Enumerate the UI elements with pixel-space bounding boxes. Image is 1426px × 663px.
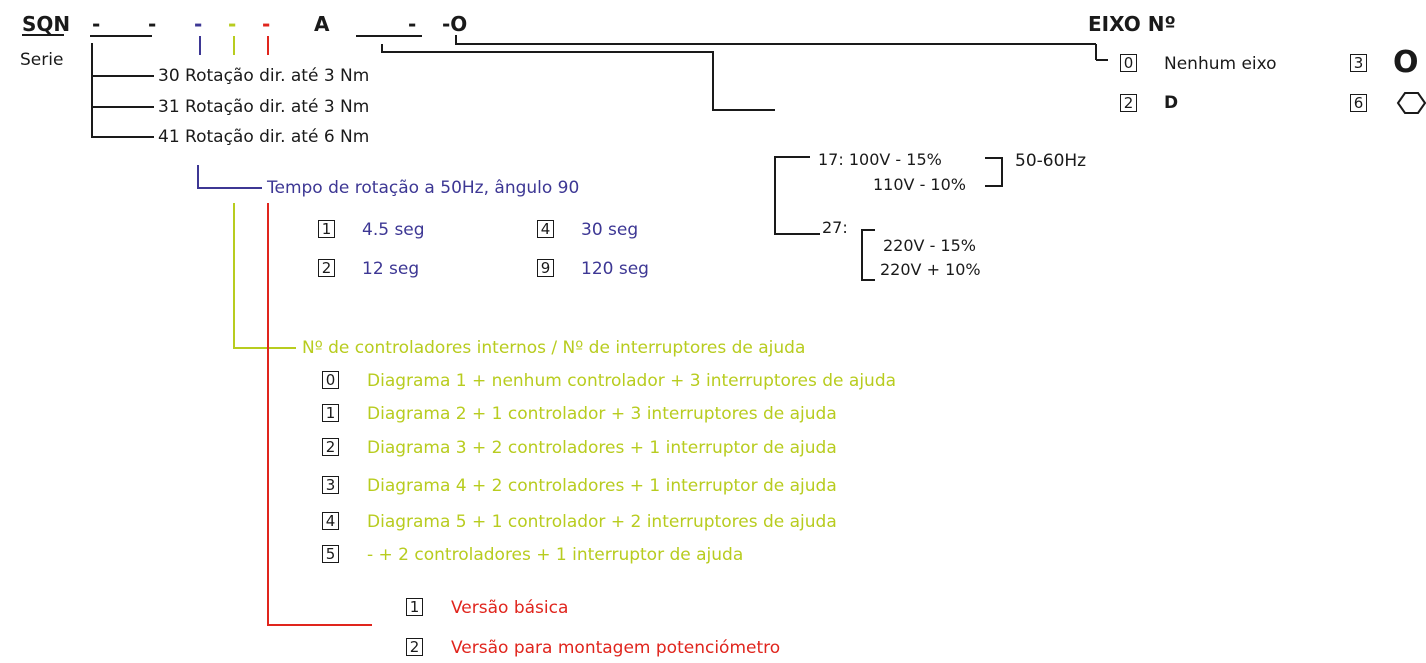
controller-option: Diagrama 1 + nenhum controlador + 3 inte…	[367, 371, 897, 391]
voltage-27: 27:	[822, 218, 848, 237]
series-option: 31 Rotação dir. até 3 Nm	[158, 97, 370, 117]
a-code: A	[314, 12, 330, 36]
code-box: 1	[318, 220, 335, 238]
code-box: 4	[537, 220, 554, 238]
axis-title: EIXO Nº	[1088, 12, 1176, 36]
circle-o-icon: O	[1393, 45, 1419, 80]
code-box: 3	[322, 476, 339, 494]
version-option: Versão para montagem potenciómetro	[451, 638, 781, 658]
dash-3: -	[408, 12, 417, 36]
controller-option: Diagrama 4 + 2 controladores + 1 interru…	[367, 476, 837, 496]
hexagon-icon	[1396, 92, 1426, 114]
frequency-label: 50-60Hz	[1015, 151, 1087, 171]
code-box: 0	[1120, 54, 1137, 72]
voltage-27-line1: 220V - 15%	[883, 236, 976, 255]
dash-2: -	[148, 12, 157, 36]
serie-label: Serie	[20, 50, 64, 70]
controller-option: - + 2 controladores + 1 interruptor de a…	[367, 545, 744, 565]
dash-blue: -	[194, 12, 203, 36]
code-box: 3	[1350, 54, 1367, 72]
rotation-option: 30 seg	[581, 220, 639, 240]
code-box: 2	[318, 259, 335, 277]
code-box: 1	[322, 404, 339, 422]
rotation-option: 12 seg	[362, 259, 420, 279]
o-code: -O	[442, 12, 468, 36]
code-box: 4	[322, 512, 339, 530]
rotation-option: 4.5 seg	[362, 220, 425, 240]
code-box: 5	[322, 545, 339, 563]
voltage-27-line2: 220V + 10%	[880, 260, 981, 279]
series-option: 41 Rotação dir. até 6 Nm	[158, 127, 370, 147]
dash-green: -	[228, 12, 237, 36]
axis-option: D	[1164, 93, 1179, 113]
voltage-17: 17: 100V - 15%	[818, 150, 942, 169]
controller-option: Diagrama 2 + 1 controlador + 3 interrupt…	[367, 404, 837, 424]
series-option: 30 Rotação dir. até 3 Nm	[158, 66, 370, 86]
code-box: 0	[322, 371, 339, 389]
code-box: 6	[1350, 94, 1367, 112]
sqn-code: SQN	[22, 12, 71, 36]
code-box: 1	[406, 598, 423, 616]
controllers-title: Nº de controladores internos / Nº de int…	[302, 338, 806, 358]
code-box: 2	[322, 438, 339, 456]
code-box: 2	[406, 638, 423, 656]
version-option: Versão básica	[451, 598, 569, 618]
dash-red: -	[262, 12, 271, 36]
rotation-option: 120 seg	[581, 259, 649, 279]
controller-option: Diagrama 5 + 1 controlador + 2 interrupt…	[367, 512, 837, 532]
code-box: 2	[1120, 94, 1137, 112]
axis-option: Nenhum eixo	[1164, 54, 1277, 74]
dash-1: -	[92, 12, 101, 36]
code-box: 9	[537, 259, 554, 277]
controller-option: Diagrama 3 + 2 controladores + 1 interru…	[367, 438, 837, 458]
rotation-time-title: Tempo de rotação a 50Hz, ângulo 90	[267, 178, 580, 198]
voltage-17-line2: 110V - 10%	[873, 175, 966, 194]
